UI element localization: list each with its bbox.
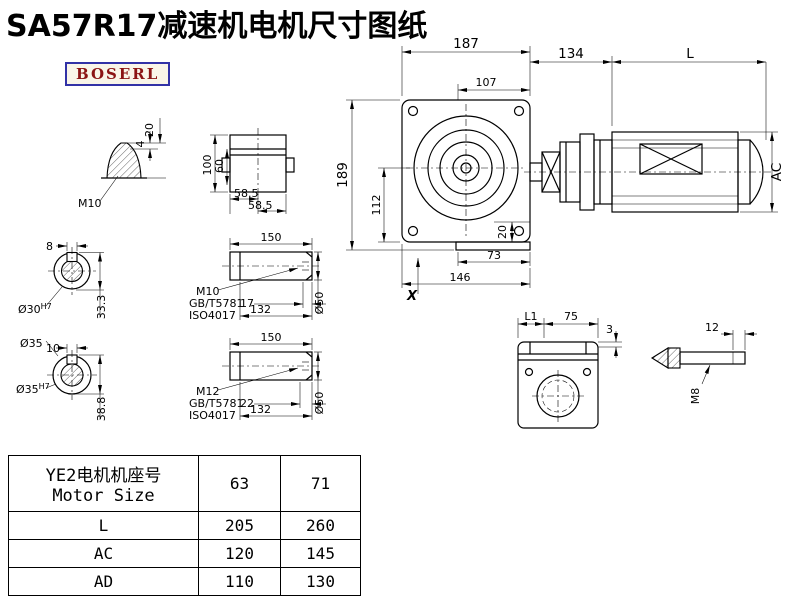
std-iso4017b-label: ISO4017 xyxy=(189,409,236,422)
table-row-AC: AC 120 145 xyxy=(8,539,361,568)
row-AC-label: AC xyxy=(8,539,199,568)
table-row-L: L 205 260 xyxy=(8,511,361,540)
dim-388-label: 38.8 xyxy=(95,397,108,422)
od-35-label: Ø35 xyxy=(20,337,43,350)
output-flange-view: L1 75 3 xyxy=(517,310,622,429)
gearbox-bottom-boss xyxy=(455,241,531,251)
dim-8-label: 8 xyxy=(46,240,53,253)
thread-m10-callout: M10 xyxy=(196,285,220,298)
fan-cover xyxy=(737,139,751,205)
motor-size-table: YE2电机机座号 Motor Size 63 71 L 205 260 AC 1… xyxy=(8,455,361,596)
row-AD-label: AD xyxy=(8,567,199,596)
dia-30h7-label: Ø30H7 xyxy=(18,302,52,316)
dim-10-label: 10 xyxy=(46,342,60,355)
shaft-1-view: 150 M10 GB/T5781 ISO4017 17 132 Ø50 xyxy=(189,231,326,322)
motor-side-view: 134 L AC xyxy=(524,46,785,213)
dim-150-label: 150 xyxy=(261,231,282,244)
dim-75-label: 75 xyxy=(564,310,578,323)
row-AC-value-63: 120 xyxy=(198,539,281,568)
dim-134-label: 134 xyxy=(558,46,584,62)
dia-35h7-label: Ø35H7 xyxy=(16,382,50,396)
dim-150b-label: 150 xyxy=(261,331,282,344)
shaft-2-view: 150 M12 GB/T5781 ISO4017 22 132 Ø50 xyxy=(189,331,326,422)
bolt-tip xyxy=(650,347,669,369)
thread-m8-label: M8 xyxy=(689,388,702,405)
std-gb5781b-label: GB/T5781 xyxy=(189,397,244,410)
dim-107-label: 107 xyxy=(476,76,497,89)
dim-ac-label: AC xyxy=(769,163,785,181)
dim-585a-label: 58.5 xyxy=(234,187,259,200)
bore-35-section-view: Ø35 10 Ø35H7 38.8 xyxy=(16,337,108,421)
row-L-value-63: 205 xyxy=(198,511,281,540)
frame-size-71-cell: 71 xyxy=(280,455,361,512)
bolt-detail-view: 12 M8 xyxy=(650,321,757,405)
dim-333-label: 33.3 xyxy=(95,295,108,320)
thread-m12-callout: M12 xyxy=(196,385,220,398)
dim-189-label: 189 xyxy=(335,162,351,188)
dim-585b-label: 58.5 xyxy=(248,199,273,212)
gearbox-front-view: 187 107 189 112 20 73 146 X xyxy=(335,36,531,304)
std-gb5781-label: GB/T5781 xyxy=(189,297,244,310)
dim-22-label: 22 xyxy=(240,397,254,410)
marker-x-label: X xyxy=(406,289,418,304)
block-view: 100 60 58.5 58.5 xyxy=(201,128,295,214)
shaft-end-keyway-view: 20 4 M10 xyxy=(78,118,166,210)
brand-logo: BOSERL xyxy=(65,62,171,86)
row-AD-value-63: 110 xyxy=(198,567,281,596)
header-motor-size-cell: YE2电机机座号 Motor Size xyxy=(8,455,199,512)
dim-12-label: 12 xyxy=(705,321,719,334)
page-title: SA57R17减速机电机尺寸图纸 xyxy=(6,9,428,44)
terminal-box xyxy=(639,143,703,175)
dim-4-label: 4 xyxy=(134,141,147,148)
row-L-label: L xyxy=(8,511,199,540)
dia-50b-label: Ø50 xyxy=(313,392,326,415)
dim-132b-label: 132 xyxy=(250,403,271,416)
table-row-AD: AD 110 130 xyxy=(8,567,361,596)
dim-l-label: L xyxy=(686,46,694,62)
dim-17-label: 17 xyxy=(240,297,254,310)
header-en-label: Motor Size xyxy=(52,486,155,506)
dim-20-label: 20 xyxy=(143,123,156,137)
dim-60-label: 60 xyxy=(213,159,226,173)
frame-size-63-cell: 63 xyxy=(198,455,281,512)
row-L-value-71: 260 xyxy=(280,511,361,540)
std-iso4017-label: ISO4017 xyxy=(189,309,236,322)
header-cn-label: YE2电机机座号 xyxy=(45,466,162,486)
dim-146-label: 146 xyxy=(450,271,471,284)
flange-outline xyxy=(517,341,599,429)
dim-132-label: 132 xyxy=(250,303,271,316)
dim-187-label: 187 xyxy=(453,36,479,52)
table-header-row: YE2电机机座号 Motor Size 63 71 xyxy=(8,455,361,512)
dim-l1-label: L1 xyxy=(524,310,537,323)
row-AD-value-71: 130 xyxy=(280,567,361,596)
bore-30-section-view: 8 Ø30H7 33.3 xyxy=(18,240,108,319)
technical-drawing: 20 4 M10 100 60 58.5 58.5 xyxy=(16,36,785,429)
dim-20b-label: 20 xyxy=(496,225,509,239)
dim-3-label: 3 xyxy=(606,323,613,336)
dim-73-label: 73 xyxy=(487,249,501,262)
row-AC-value-71: 145 xyxy=(280,539,361,568)
bolt-shank xyxy=(679,351,746,365)
dim-112-label: 112 xyxy=(370,195,383,216)
dia-50-label: Ø50 xyxy=(313,292,326,315)
dim-100-label: 100 xyxy=(201,155,214,176)
thread-m10-label: M10 xyxy=(78,197,102,210)
